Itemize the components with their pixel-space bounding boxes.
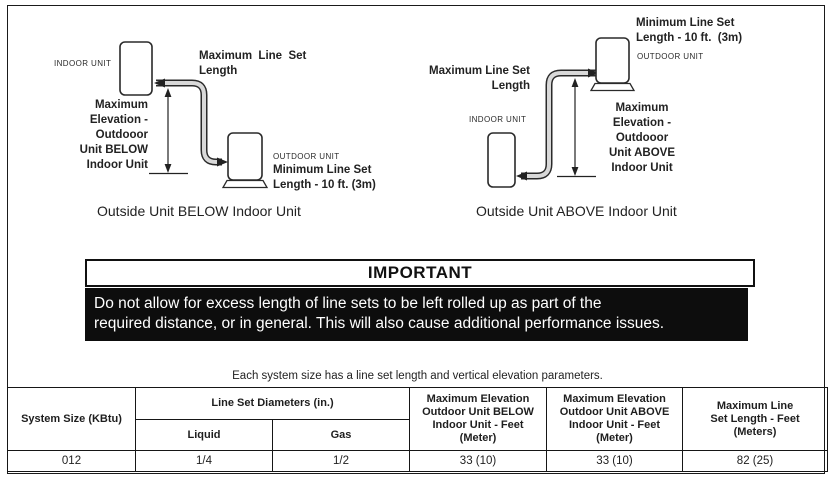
cell-max-line-set: 82 (25)	[682, 450, 829, 472]
indoor-unit-label: INDOOR UNIT	[469, 115, 527, 124]
max-line-set-length-label: Maximum Line Set Length	[429, 65, 530, 92]
diagram-above-graphic	[487, 37, 636, 188]
outdoor-unit-box	[227, 132, 263, 181]
page-border	[7, 5, 825, 474]
indoor-unit-box	[119, 41, 153, 96]
col-header-line-set-diameters: Line Set Diameters (in.)	[134, 387, 411, 420]
outdoor-unit-base	[589, 82, 636, 92]
diagram-below-caption: Outside Unit BELOW Indoor Unit	[97, 203, 301, 219]
max-line-set-length-label: Maximum Line Set Length	[199, 50, 307, 77]
indoor-unit-box	[487, 132, 516, 188]
cell-max-elev-above: 33 (10)	[546, 450, 684, 472]
max-elevation-below-label: Maximum Elevation - Outdooor Unit BELOW …	[79, 99, 148, 171]
table-caption: Each system size has a line set length a…	[232, 370, 603, 382]
important-title: IMPORTANT	[85, 259, 755, 287]
cell-system-size: 012	[7, 450, 136, 472]
indoor-unit-label: INDOOR UNIT	[54, 59, 112, 68]
diagram-above-caption: Outside Unit ABOVE Indoor Unit	[476, 203, 677, 219]
outdoor-unit-box	[595, 37, 630, 84]
arrow-into-indoor-unit	[154, 78, 165, 88]
line-set-spec-table: System Size (KBtu) Line Set Diameters (i…	[7, 387, 829, 472]
cell-max-elev-below: 33 (10)	[409, 450, 548, 472]
table-row: 012 1/4 1/2 33 (10) 33 (10) 82 (25)	[7, 450, 829, 472]
diagram-below-graphic	[119, 41, 269, 189]
min-line-set-length-label: Minimum Line Set Length - 10 ft. (3m)	[636, 17, 743, 44]
arrow-into-indoor-unit	[516, 171, 527, 181]
col-header-system-size: System Size (KBtu)	[7, 387, 136, 451]
col-header-max-elev-above: Maximum Elevation Outdoor Unit ABOVE Ind…	[546, 387, 684, 451]
col-header-gas: Gas	[271, 419, 411, 451]
important-body: Do not allow for excess length of line s…	[85, 288, 748, 341]
col-header-liquid: Liquid	[135, 419, 273, 451]
arrow-into-outdoor-unit	[217, 157, 228, 167]
cell-liquid: 1/4	[135, 450, 273, 472]
col-header-max-elev-below: Maximum Elevation Outdoor Unit BELOW Ind…	[409, 387, 548, 451]
col-header-max-line-set: Maximum Line Set Length - Feet (Meters)	[682, 387, 829, 451]
outdoor-unit-label: OUTDOOR UNIT	[637, 52, 704, 61]
max-elevation-above-label: Maximum Elevation - Outdooor Unit ABOVE …	[608, 102, 676, 174]
outdoor-unit-label: OUTDOOR UNIT	[273, 152, 340, 161]
cell-gas: 1/2	[271, 450, 411, 472]
outdoor-unit-base	[221, 179, 269, 189]
min-line-set-length-label: Minimum Line Set Length - 10 ft. (3m)	[273, 164, 376, 191]
line-set-diagrams-graphic	[119, 37, 636, 189]
arrow-into-outdoor-unit	[588, 68, 599, 78]
